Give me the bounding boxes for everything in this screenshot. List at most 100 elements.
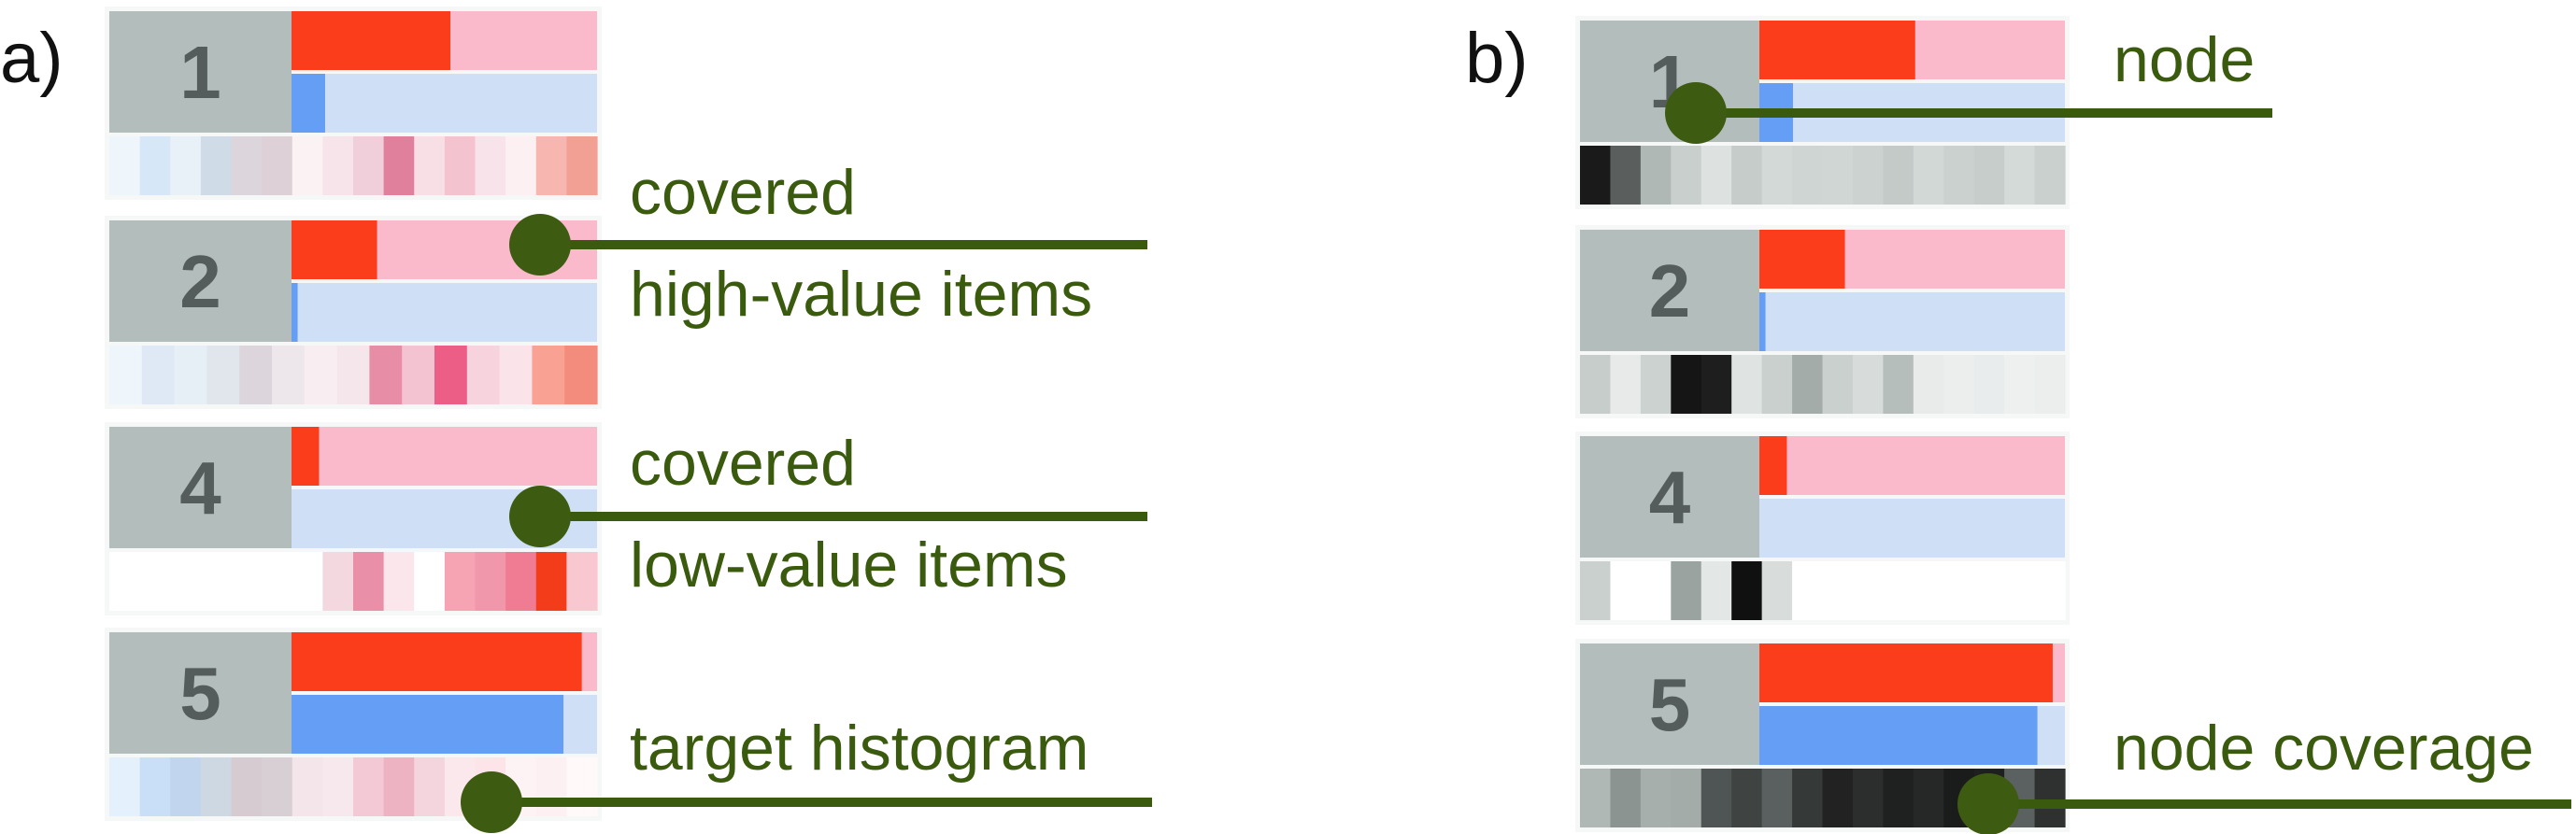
histogram-cell xyxy=(322,757,354,816)
target-histogram-strip xyxy=(109,136,598,195)
histogram-cell xyxy=(1943,355,1975,414)
histogram-cell xyxy=(1580,769,1612,827)
histogram-cell xyxy=(444,552,477,611)
annotation-node-coverage: node coverage xyxy=(2113,713,2534,784)
histogram-cell xyxy=(1640,561,1672,620)
node-id-label: 2 xyxy=(1649,249,1691,332)
histogram-cell xyxy=(535,552,567,611)
histogram-cell xyxy=(1913,769,1944,827)
callout-dot-high-value xyxy=(509,214,571,276)
histogram-cell xyxy=(1610,355,1642,414)
histogram-cell xyxy=(353,757,385,816)
node-id-box xyxy=(109,427,292,548)
histogram-cell xyxy=(231,552,263,611)
histogram-cell xyxy=(1761,146,1793,205)
node-id-box xyxy=(1580,643,1759,765)
histogram-cell xyxy=(109,346,143,404)
low-value-bar-bg xyxy=(292,283,597,342)
histogram-cell xyxy=(272,346,306,404)
histogram-cell xyxy=(383,757,415,816)
histogram-cell xyxy=(1640,146,1672,205)
histogram-cell xyxy=(353,552,385,611)
node-card-b-5: 5 xyxy=(1575,639,2070,832)
histogram-cell xyxy=(1580,561,1612,620)
histogram-cell xyxy=(414,757,446,816)
histogram-cell xyxy=(1761,561,1793,620)
covered-high-value-bar xyxy=(1759,21,1915,79)
histogram-cell xyxy=(1761,355,1793,414)
histogram-cell xyxy=(1640,769,1672,827)
histogram-cell xyxy=(566,136,598,195)
histogram-cell xyxy=(174,346,207,404)
callout-dot-low-value xyxy=(509,486,571,547)
histogram-cell xyxy=(414,136,446,195)
histogram-cell xyxy=(1852,769,1884,827)
histogram-cell xyxy=(532,346,565,404)
histogram-cell xyxy=(1913,146,1944,205)
covered-low-value-bar xyxy=(292,283,298,342)
histogram-cell xyxy=(1852,561,1884,620)
histogram-cell xyxy=(322,136,354,195)
histogram-cell xyxy=(566,552,598,611)
histogram-cell xyxy=(402,346,435,404)
histogram-cell xyxy=(2004,355,2036,414)
covered-high-value-bar xyxy=(1759,436,1787,495)
histogram-cell xyxy=(1973,355,2005,414)
histogram-cell xyxy=(414,552,446,611)
histogram-cell xyxy=(1792,146,1824,205)
node-card-a-4: 4 xyxy=(105,422,602,615)
node-id-label: 4 xyxy=(1649,456,1691,539)
histogram-cell xyxy=(1883,146,1914,205)
covered-low-value-bar xyxy=(292,695,564,754)
node-card-b-4: 4 xyxy=(1575,431,2070,625)
histogram-cell xyxy=(564,346,598,404)
panel-label-a: a) xyxy=(0,19,64,98)
histogram-cell xyxy=(475,136,506,195)
node-id-box xyxy=(109,11,292,133)
histogram-cell xyxy=(1671,355,1702,414)
histogram-cell xyxy=(231,136,263,195)
node-coverage-strip xyxy=(1580,355,2066,414)
histogram-cell xyxy=(1822,146,1854,205)
annotation-covered-low-2: low-value items xyxy=(630,530,1068,601)
covered-high-value-bar xyxy=(292,632,582,691)
panel-label-b: b) xyxy=(1465,19,1529,98)
histogram-cell xyxy=(475,552,506,611)
covered-high-value-bar xyxy=(292,427,320,486)
histogram-cell xyxy=(1610,146,1642,205)
node-id-label: 2 xyxy=(179,240,221,323)
histogram-cell xyxy=(304,346,338,404)
low-value-bar-bg xyxy=(292,74,597,133)
target-histogram-strip xyxy=(109,757,598,816)
histogram-cell xyxy=(535,757,567,816)
histogram-cell xyxy=(1580,355,1612,414)
histogram-cell xyxy=(2004,561,2036,620)
histogram-cell xyxy=(1792,355,1824,414)
histogram-cell xyxy=(1883,769,1914,827)
node-id-label: 5 xyxy=(179,652,221,735)
histogram-cell xyxy=(1701,355,1732,414)
histogram-cell xyxy=(292,136,323,195)
histogram-cell xyxy=(1731,355,1763,414)
histogram-cell xyxy=(1580,146,1612,205)
histogram-cell xyxy=(170,757,202,816)
histogram-cell xyxy=(1731,561,1763,620)
histogram-cell xyxy=(1943,146,1975,205)
histogram-cell xyxy=(1973,146,2005,205)
histogram-cell xyxy=(292,757,323,816)
histogram-cell xyxy=(322,552,354,611)
callout-dot-node-coverage xyxy=(1957,773,2019,834)
histogram-cell xyxy=(2034,561,2066,620)
histogram-cell xyxy=(1610,769,1642,827)
histogram-cell xyxy=(505,136,537,195)
histogram-cell xyxy=(1852,146,1884,205)
histogram-cell xyxy=(1973,561,2005,620)
target-histogram-strip xyxy=(109,346,598,404)
histogram-cell xyxy=(1731,146,1763,205)
histogram-cell xyxy=(170,552,202,611)
histogram-cell xyxy=(1883,561,1914,620)
histogram-cell xyxy=(206,346,240,404)
histogram-cell xyxy=(383,136,415,195)
